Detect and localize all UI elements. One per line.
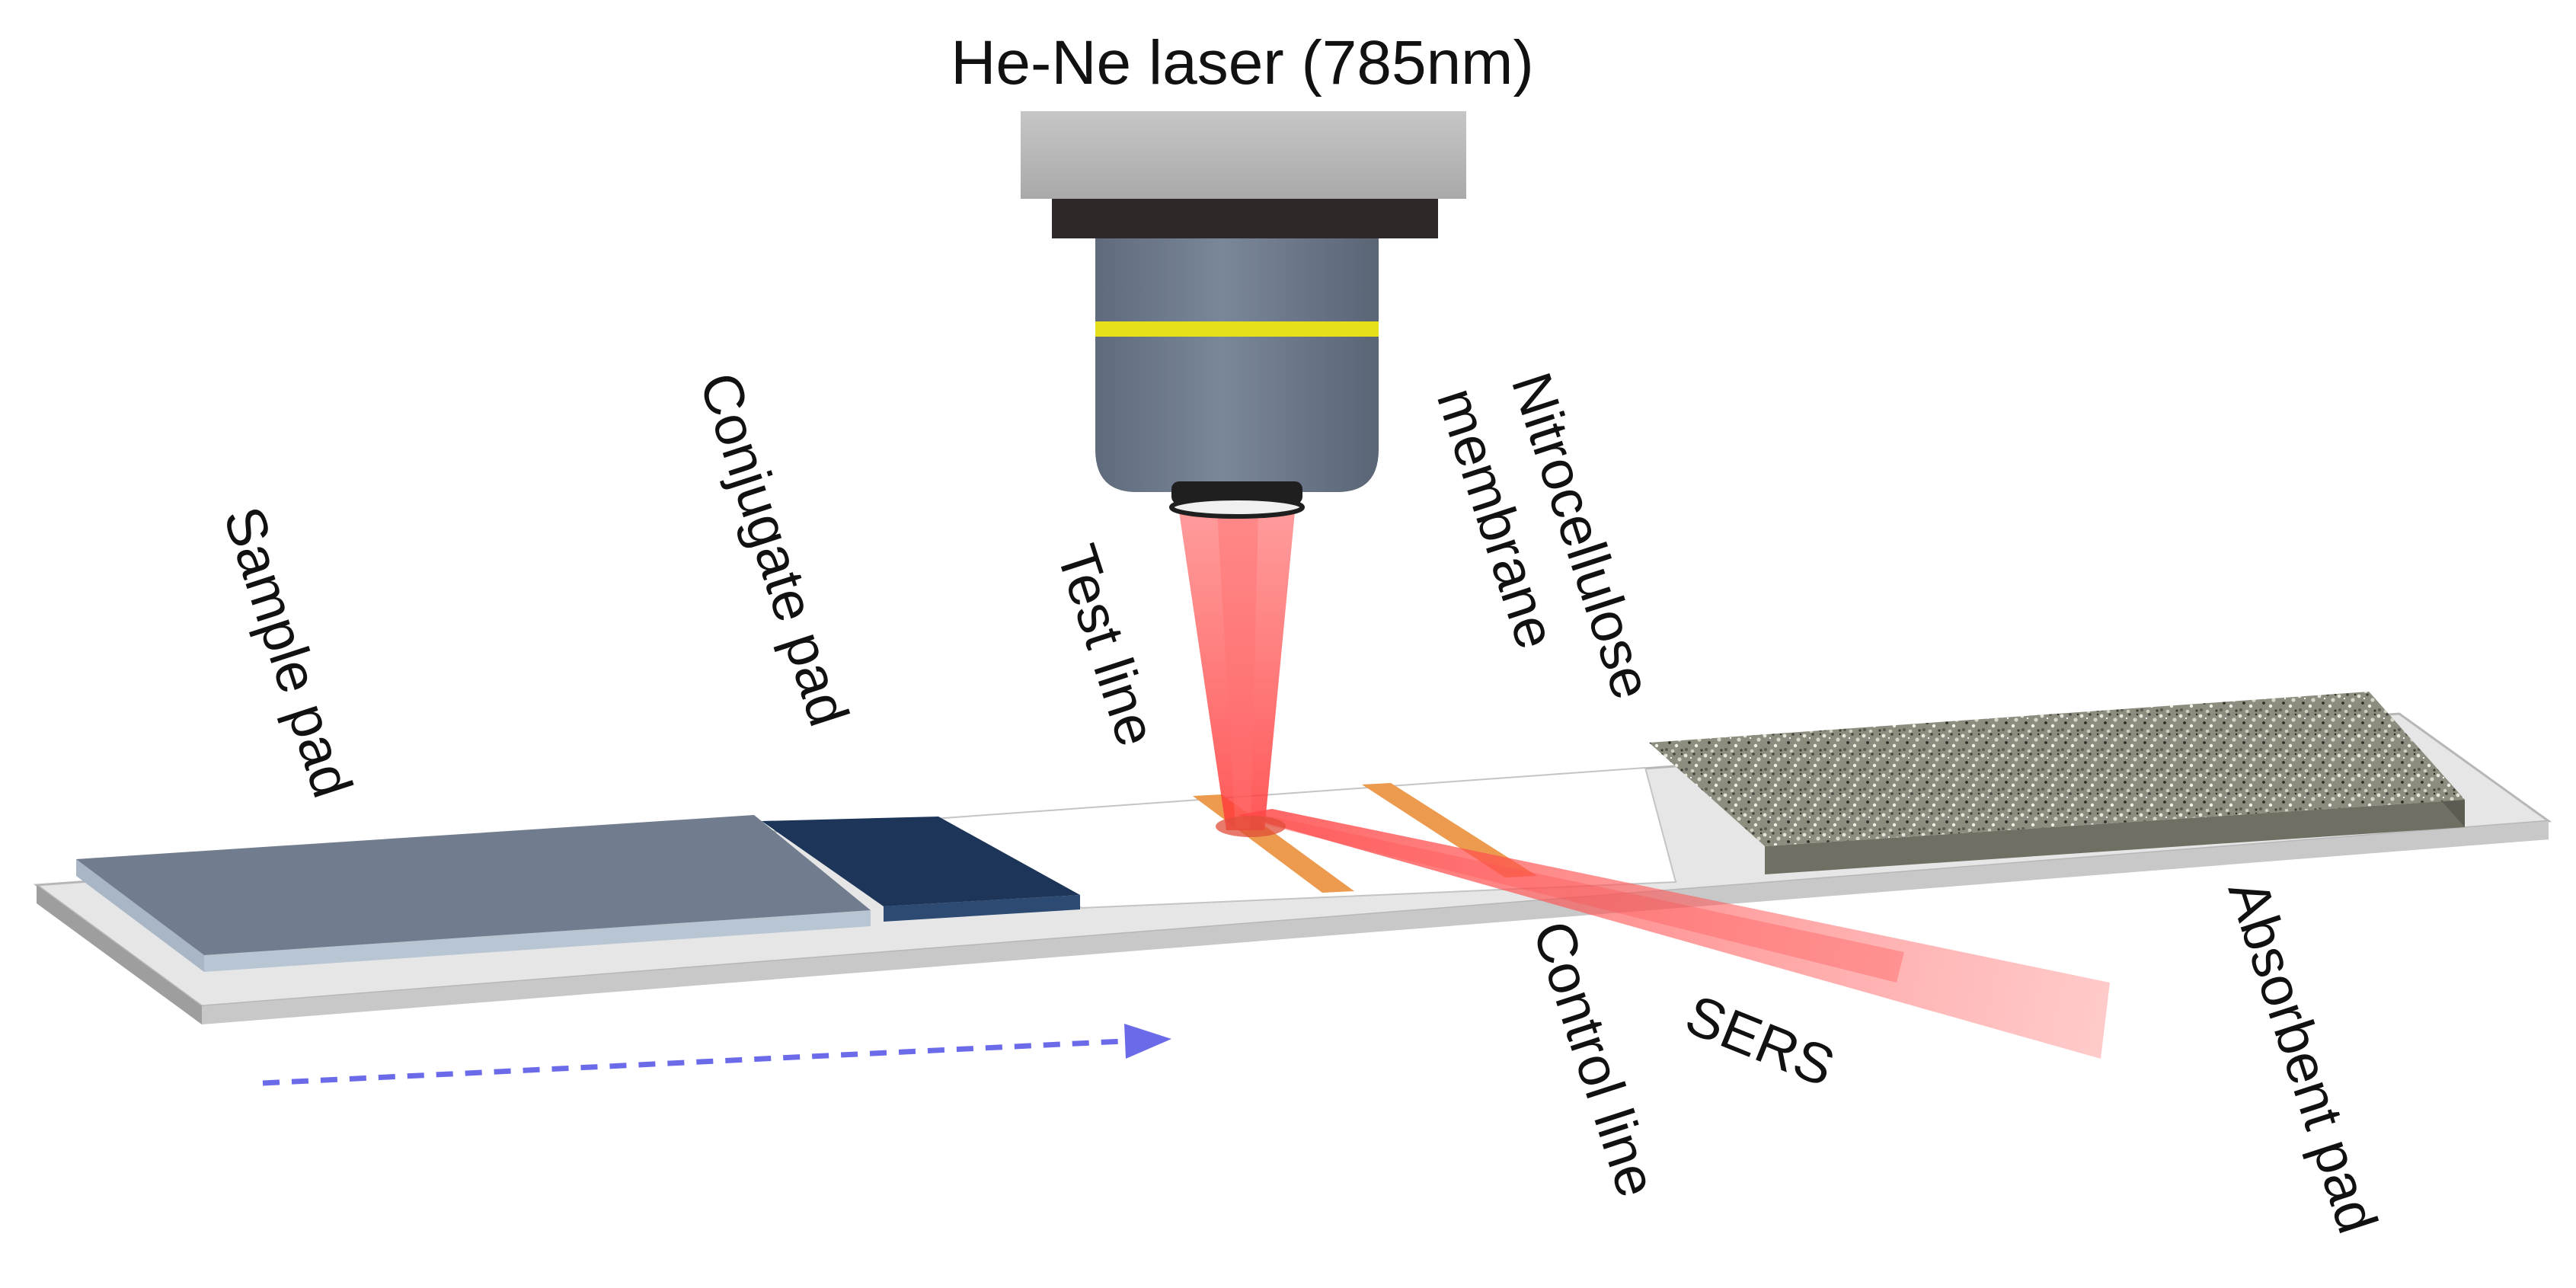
objective-lens xyxy=(1169,496,1305,519)
sers-scattered-beam xyxy=(1238,809,2110,1059)
backing-strip-left-end xyxy=(37,885,202,1024)
absorbent-pad-front xyxy=(1765,800,2465,874)
sers-label: SERS xyxy=(1677,983,1843,1098)
flow-direction-arrow xyxy=(262,1024,1171,1086)
sample-pad-top xyxy=(76,815,871,955)
conjugate-pad xyxy=(762,817,1080,922)
laser-spot xyxy=(1216,816,1286,837)
incident-laser-beam xyxy=(1179,512,1295,830)
control-line-label: Control line xyxy=(1521,913,1670,1204)
objective-lens-icon xyxy=(1021,111,1466,519)
flow-arrow-shaft xyxy=(262,1038,1124,1086)
absorbent-pad-label: Absorbent pad xyxy=(2216,872,2390,1240)
sample-pad-label: Sample pad xyxy=(212,499,365,804)
test-line-label: Test line xyxy=(1045,537,1169,753)
objective-barrel xyxy=(1095,238,1379,492)
backing-strip-front xyxy=(202,821,2549,1024)
absorbent-pad xyxy=(1649,692,2465,874)
flow-arrow-head xyxy=(1124,1024,1171,1059)
sers-scattered-beam-core xyxy=(1242,815,1904,983)
sample-pad-side xyxy=(76,859,204,972)
conjugate-pad-label: Conjugate pad xyxy=(688,365,861,733)
conjugate-pad-front xyxy=(884,895,1080,922)
objective-yellow-band xyxy=(1095,321,1379,337)
absorbent-pad-top xyxy=(1649,692,2465,846)
incident-laser-beam-core xyxy=(1217,512,1258,829)
sample-pad-front xyxy=(204,910,871,972)
sample-pad xyxy=(76,815,871,972)
laser-head-housing xyxy=(1021,111,1466,199)
laser-head-shadow-plate xyxy=(1052,199,1438,238)
control-line xyxy=(1362,783,1537,877)
conjugate-pad-top xyxy=(762,817,1080,906)
laser-label: He-Ne laser (785nm) xyxy=(951,28,1534,97)
